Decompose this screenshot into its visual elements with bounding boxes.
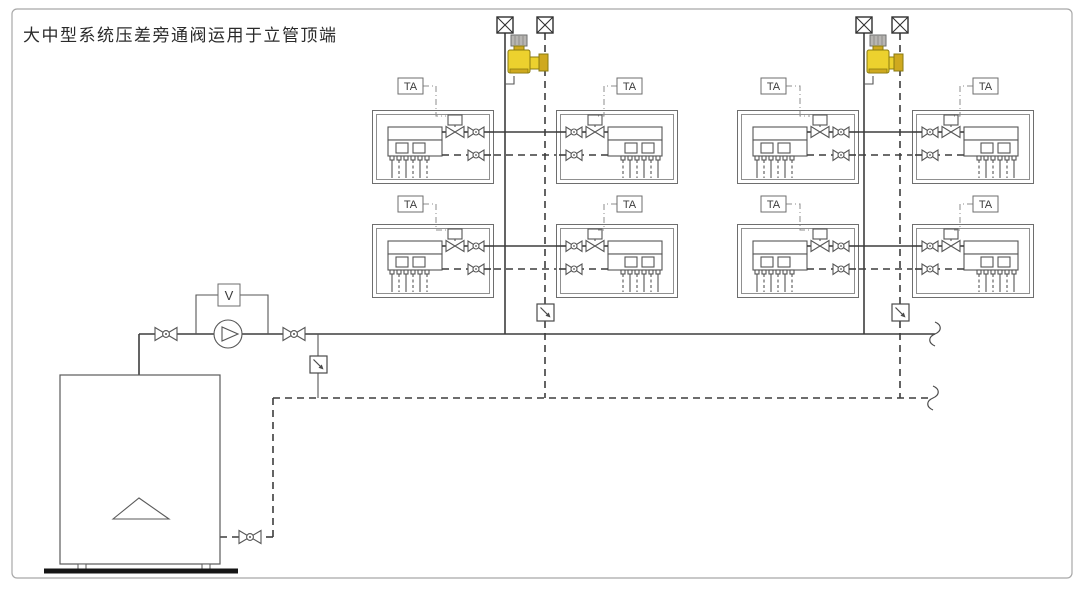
thermostat-label: TA	[404, 199, 418, 211]
air-vent-icon	[536, 16, 554, 34]
branch-pipes	[494, 131, 912, 270]
thermostat-label: TA	[979, 81, 993, 93]
thermostat-label: TA	[623, 81, 637, 93]
air-vent-icon	[891, 16, 909, 34]
pressure-bypass-valve	[864, 34, 904, 85]
shutoff-valve	[282, 326, 306, 342]
drain-arrow-icon	[891, 303, 910, 322]
air-vent-icon	[496, 16, 514, 34]
circulation-pump	[213, 319, 243, 349]
figure-frame	[11, 8, 1073, 579]
fan-coil-unit	[555, 109, 679, 185]
pressure-bypass-valve	[505, 34, 549, 85]
boiler-return-valve	[238, 529, 262, 545]
fan-coil-unit	[911, 109, 1035, 185]
air-vent-icon	[855, 16, 873, 34]
flow-meter-label: V	[225, 288, 234, 303]
thermostat-group: TA TA TA TA TA TA TA TA	[397, 77, 999, 231]
shutoff-valve	[154, 326, 178, 342]
flow-meter	[217, 283, 241, 307]
boiler-symbol	[111, 497, 171, 520]
fan-coil-unit	[371, 109, 495, 185]
thermostat-label: TA	[979, 199, 993, 211]
fan-coil-unit	[371, 223, 495, 299]
drain-arrow-icon	[309, 355, 328, 374]
fan-coil-unit	[911, 223, 1035, 299]
fan-coil-unit	[555, 223, 679, 299]
return-pipe-break-icon	[927, 385, 939, 411]
boiler	[44, 374, 238, 574]
thermostat-label: TA	[623, 199, 637, 211]
thermostat-label: TA	[404, 81, 418, 93]
thermostat-label: TA	[767, 81, 781, 93]
fan-coil-unit	[736, 109, 860, 185]
fan-coil-unit	[736, 223, 860, 299]
thermostat-label: TA	[767, 199, 781, 211]
drain-arrow-icon	[536, 303, 555, 322]
diagram-title: 大中型系统压差旁通阀运用于立管顶端	[23, 26, 338, 45]
flow-meter-loop: V	[195, 283, 269, 334]
